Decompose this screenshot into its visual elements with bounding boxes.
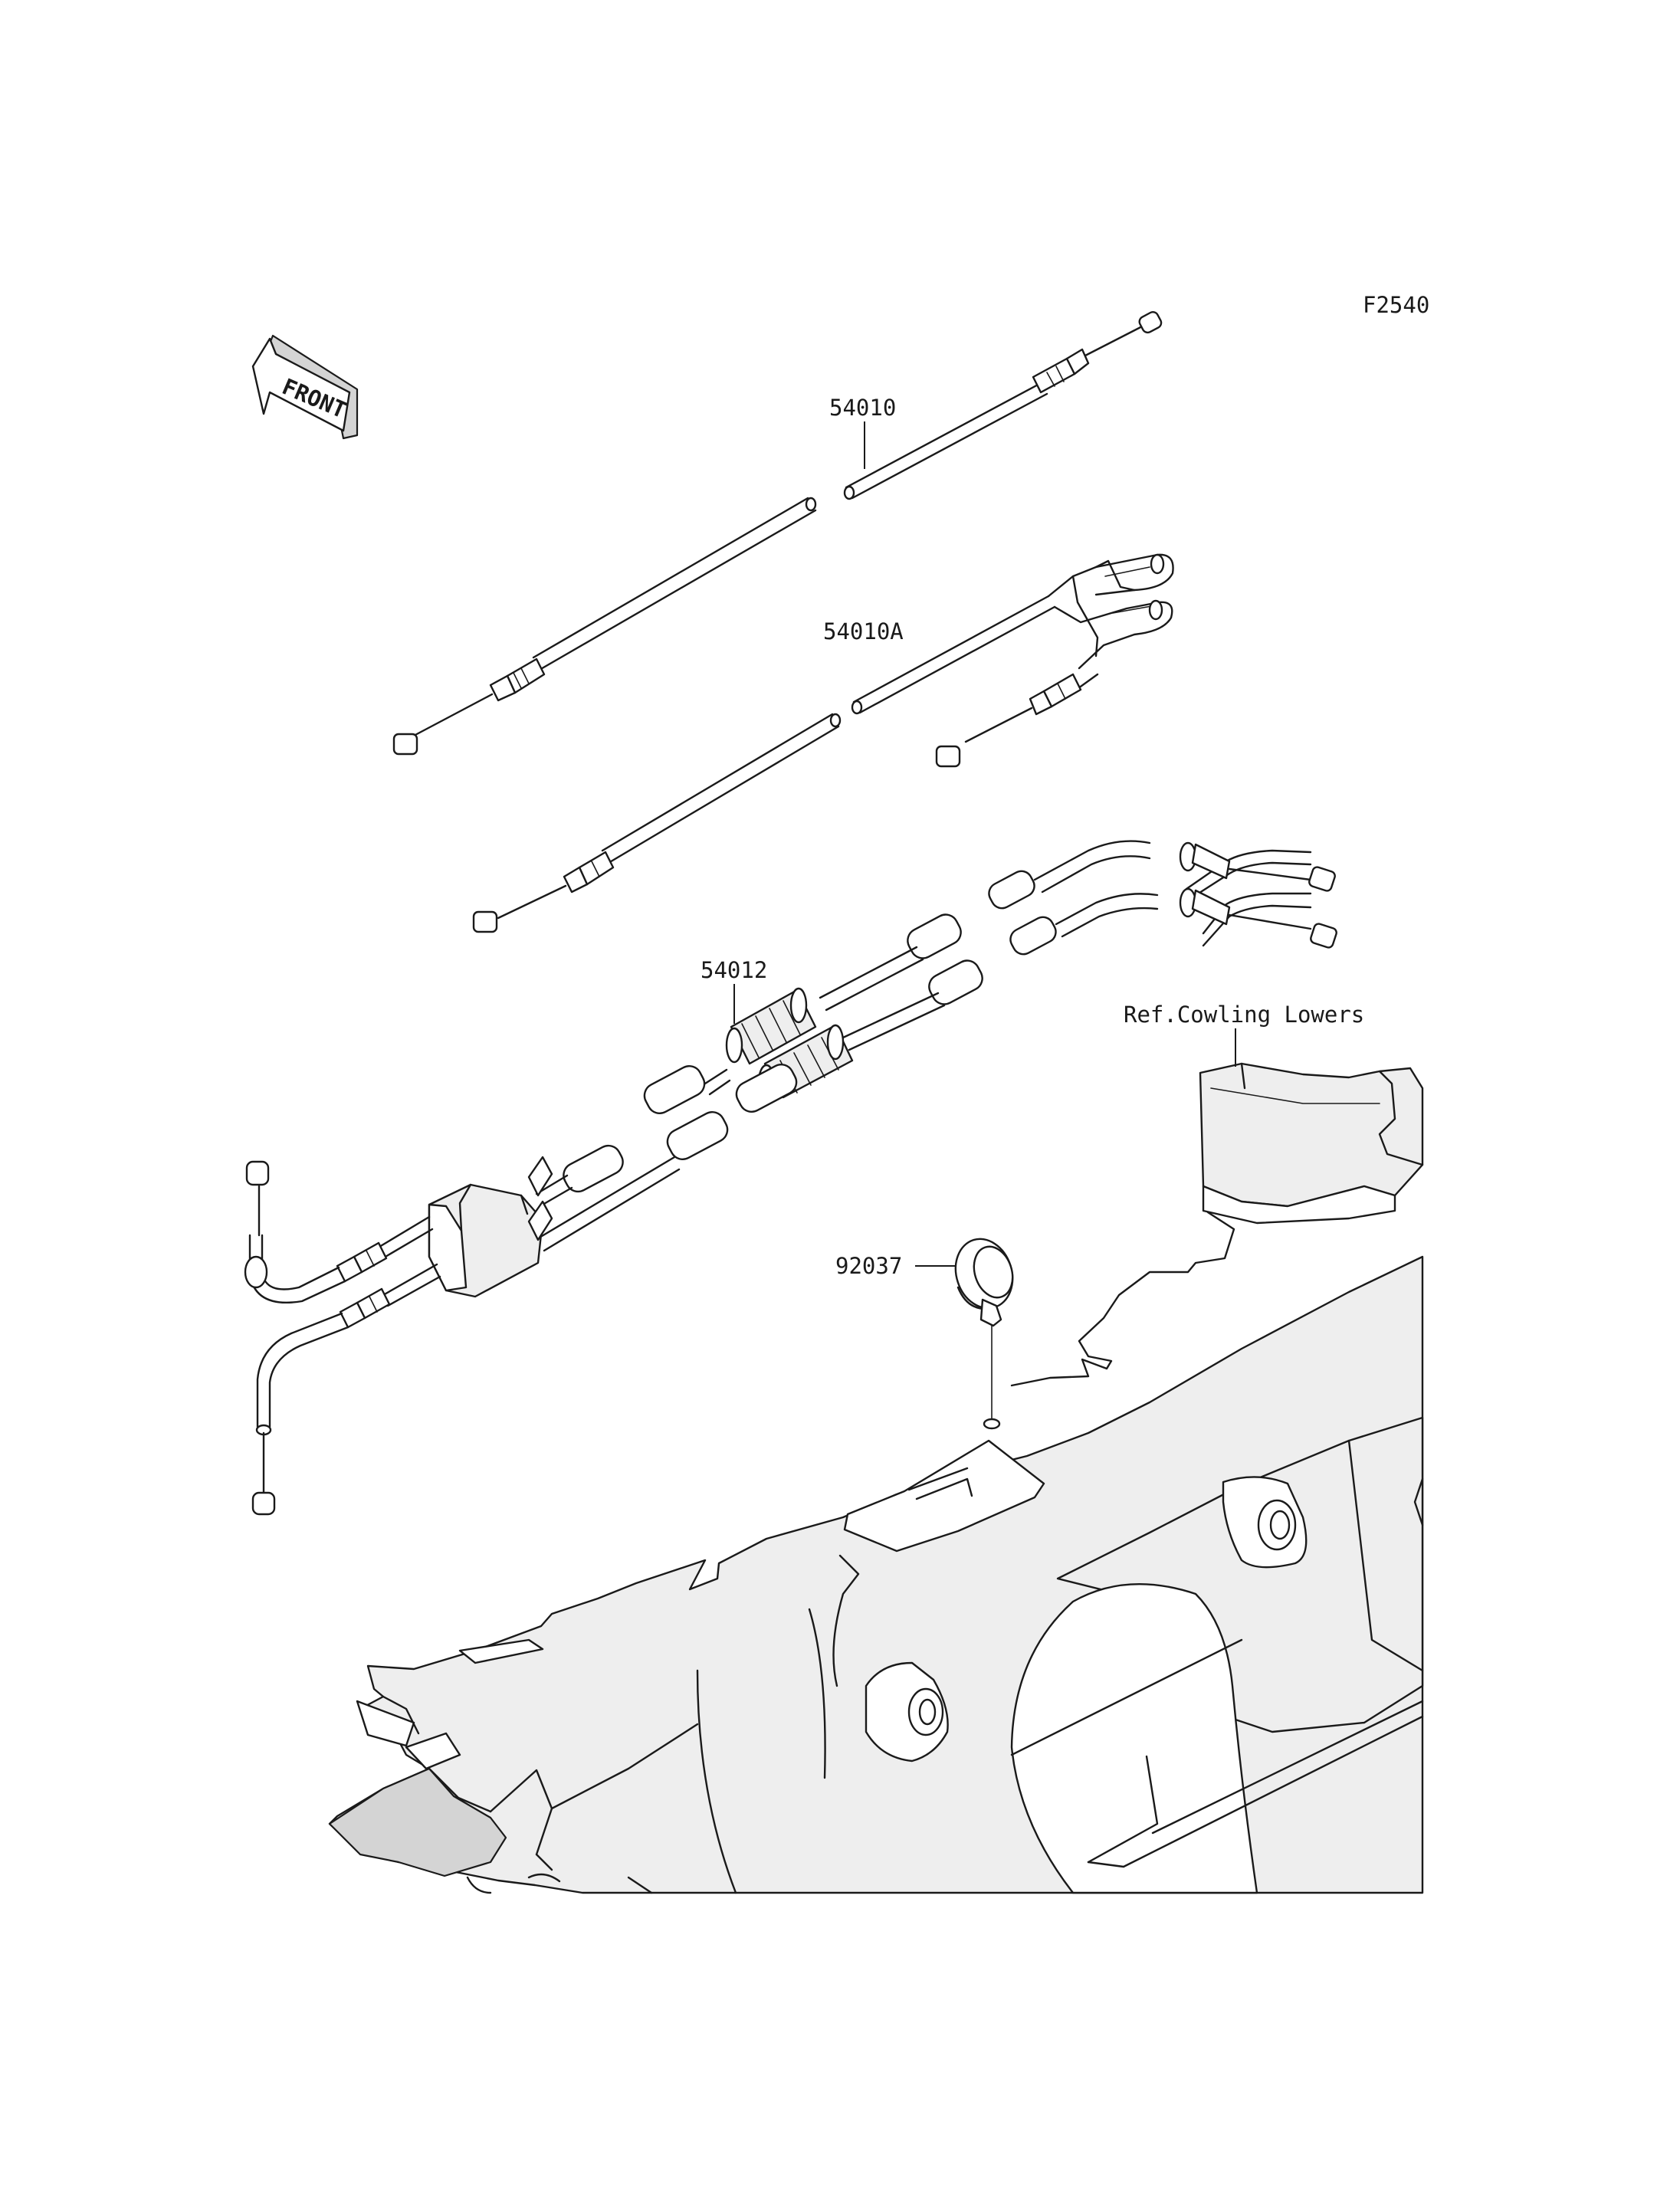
cowling-lowers-ref [1199,1062,1424,1225]
throttle-cable-54010a [472,553,1174,933]
throttle-cable-54010 [392,310,1163,756]
callout-54010: 54010 [829,395,896,421]
callout-92037: 92037 [835,1253,902,1279]
throttle-cable-assy-54012 [244,840,1337,1516]
callout-54010a: 54010A [823,618,904,644]
front-arrow-icon: FRONT [251,334,359,440]
diagram-code: F2540 [1363,292,1429,318]
callout-ref-cowling-lowers: Ref.Cowling Lowers [1124,1002,1364,1028]
frame-body [328,1211,1424,1894]
callout-54012: 54012 [701,957,767,983]
clamp-92037 [954,1238,1014,1430]
